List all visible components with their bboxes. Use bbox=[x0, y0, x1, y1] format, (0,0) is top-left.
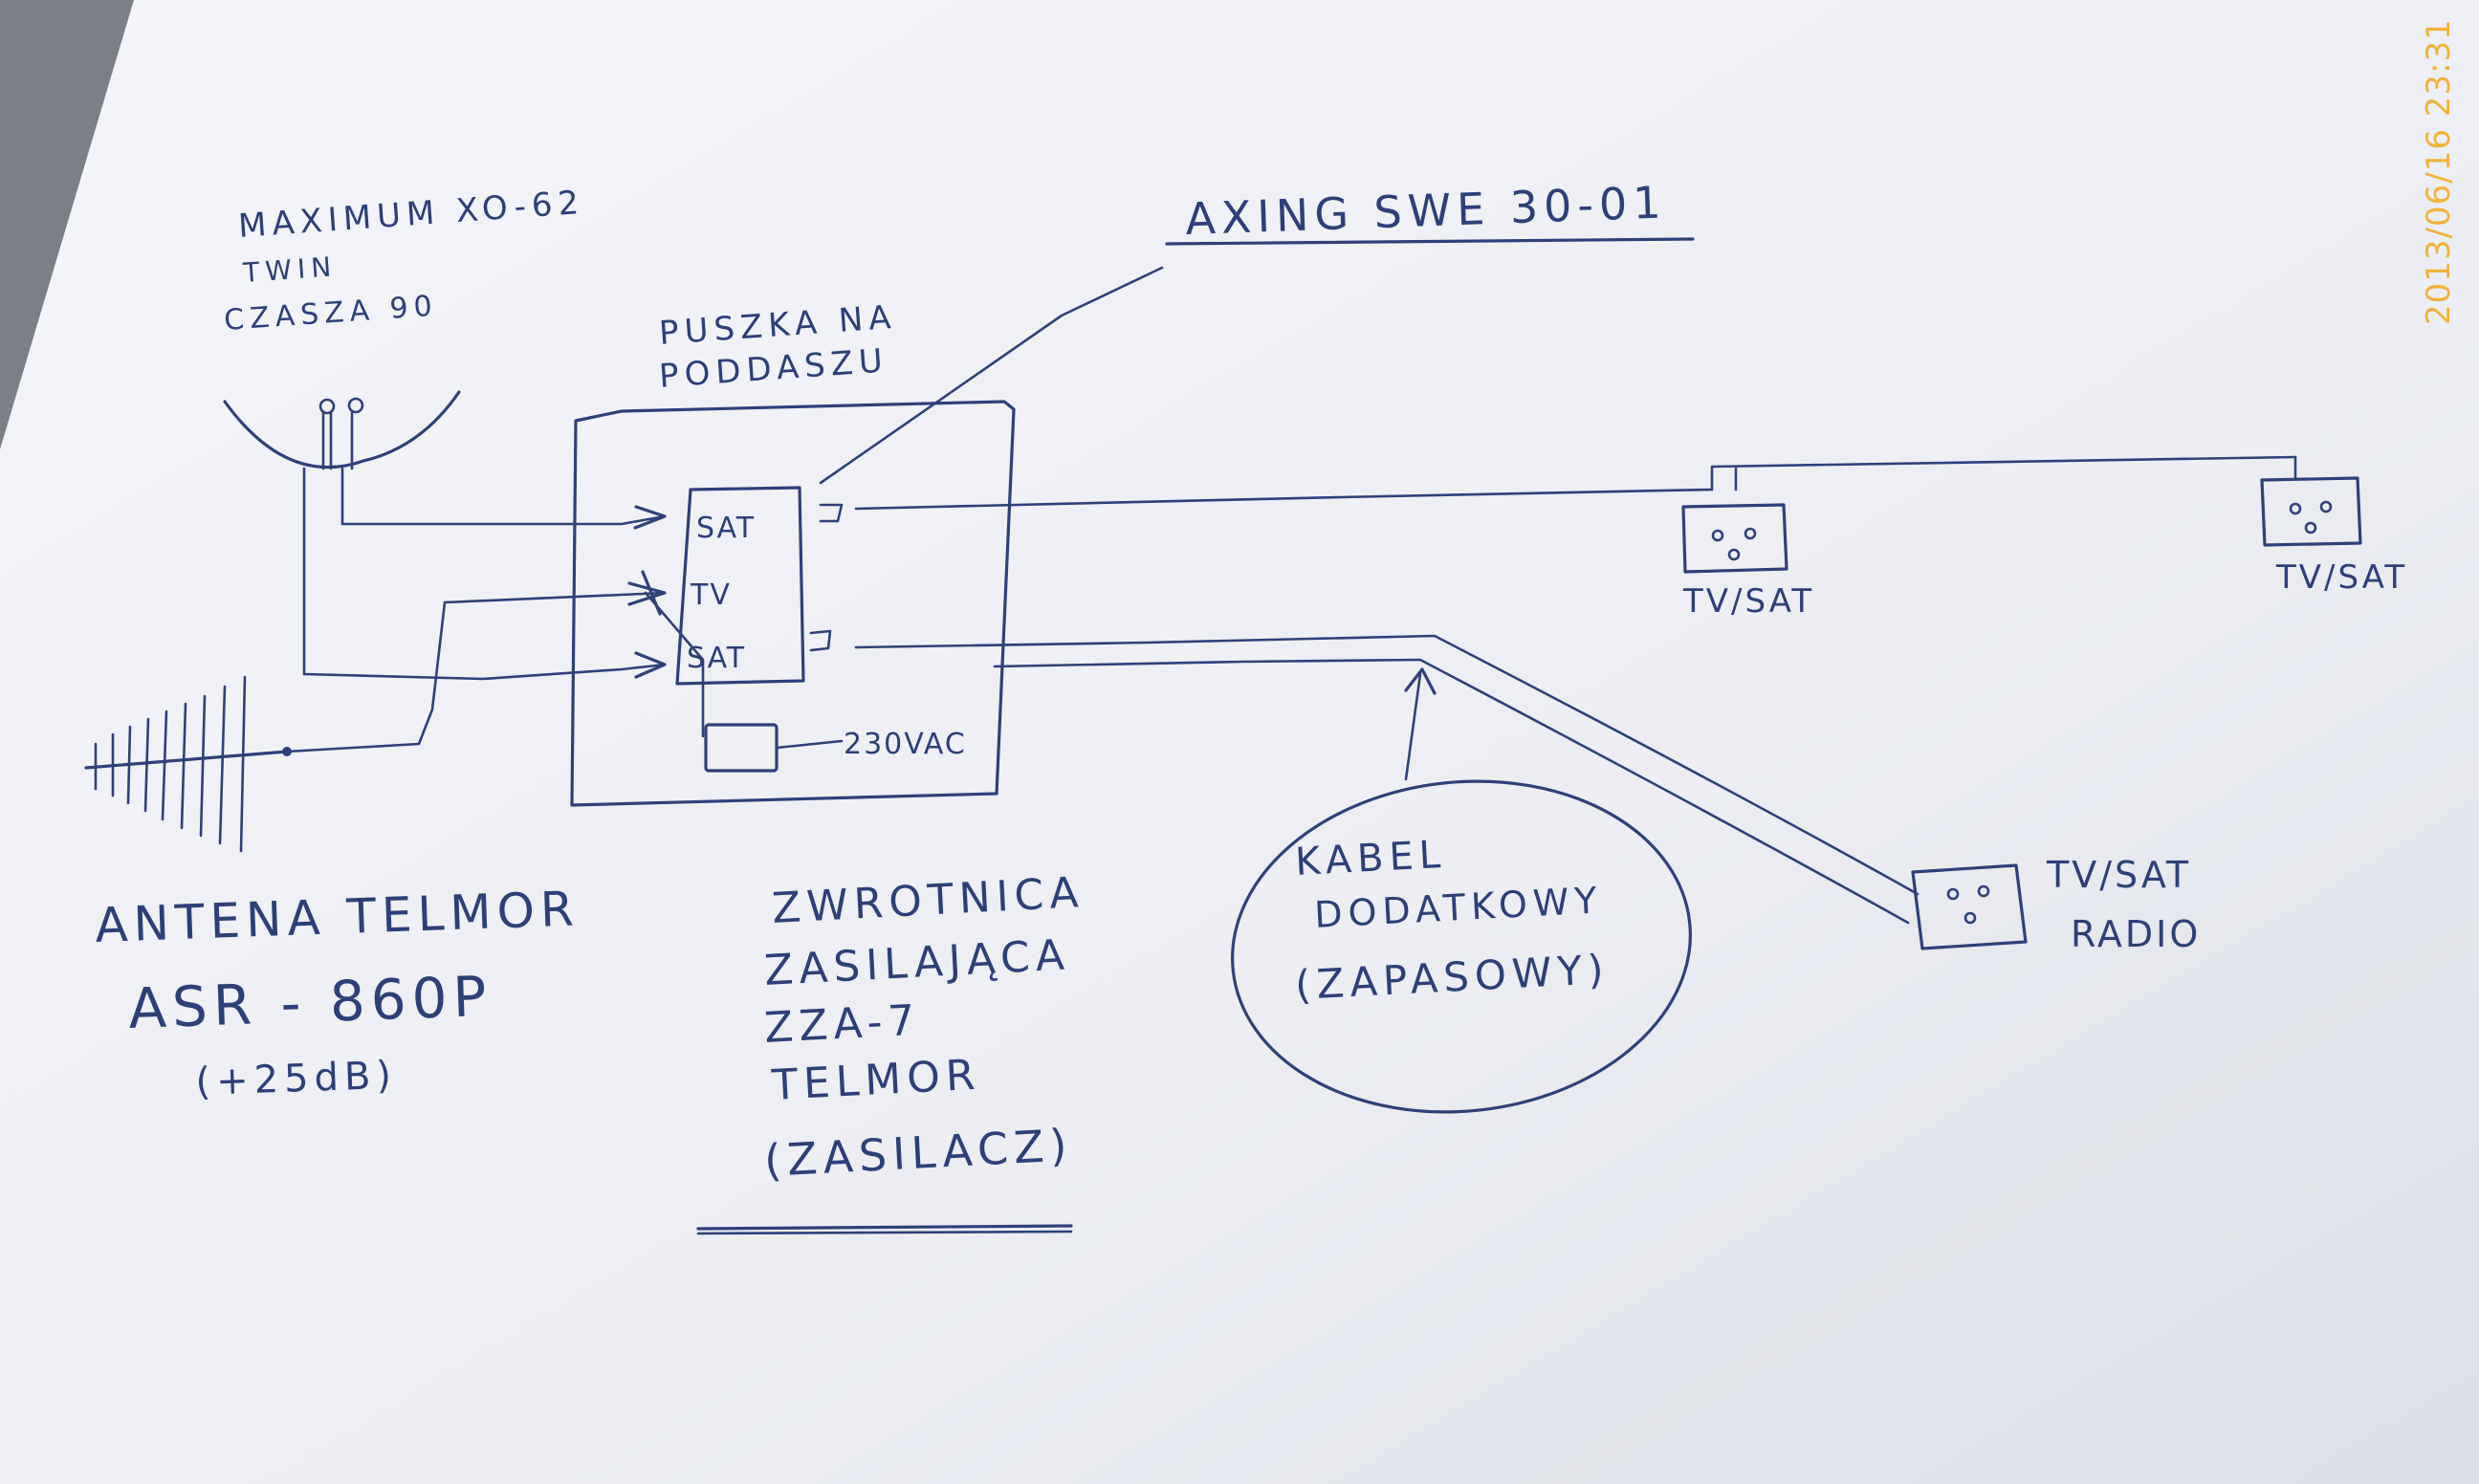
socket-3-label-line2: RADIO bbox=[2071, 913, 2201, 955]
power-unit-line4: TELMOR bbox=[770, 1051, 982, 1110]
attic-box bbox=[570, 400, 1016, 807]
extra-cable-bubble bbox=[1231, 779, 1692, 1114]
port-sat-bottom: SAT bbox=[687, 642, 746, 675]
mains-label: 230VAC bbox=[844, 728, 967, 761]
antenna-gain: (+25dB) bbox=[195, 1054, 398, 1104]
socket-3-icon bbox=[1911, 863, 2028, 950]
yagi-antenna-icon bbox=[84, 675, 292, 853]
port-tv: TV bbox=[690, 578, 732, 612]
antenna-model: ASR - 860P bbox=[127, 964, 493, 1041]
socket-1-label: TV/SAT bbox=[1682, 582, 1814, 621]
socket-2-icon bbox=[2260, 476, 2362, 547]
extra-cable-line1: KABEL bbox=[1294, 833, 1447, 884]
camera-timestamp: 2013/06/16 23:31 bbox=[2420, 18, 2458, 325]
socket-3-label-line1: TV/SAT bbox=[2046, 854, 2191, 896]
dish-icon bbox=[223, 390, 461, 470]
power-unit-underline bbox=[696, 1224, 1073, 1231]
socket-1-icon bbox=[1681, 503, 1788, 574]
power-unit-line3: ZZA-7 bbox=[763, 996, 922, 1053]
port-sat-top: SAT bbox=[696, 512, 756, 545]
dish-type-label: TWIN bbox=[241, 251, 338, 289]
cables bbox=[285, 237, 2297, 925]
socket-2-label: TV/SAT bbox=[2275, 558, 2407, 597]
